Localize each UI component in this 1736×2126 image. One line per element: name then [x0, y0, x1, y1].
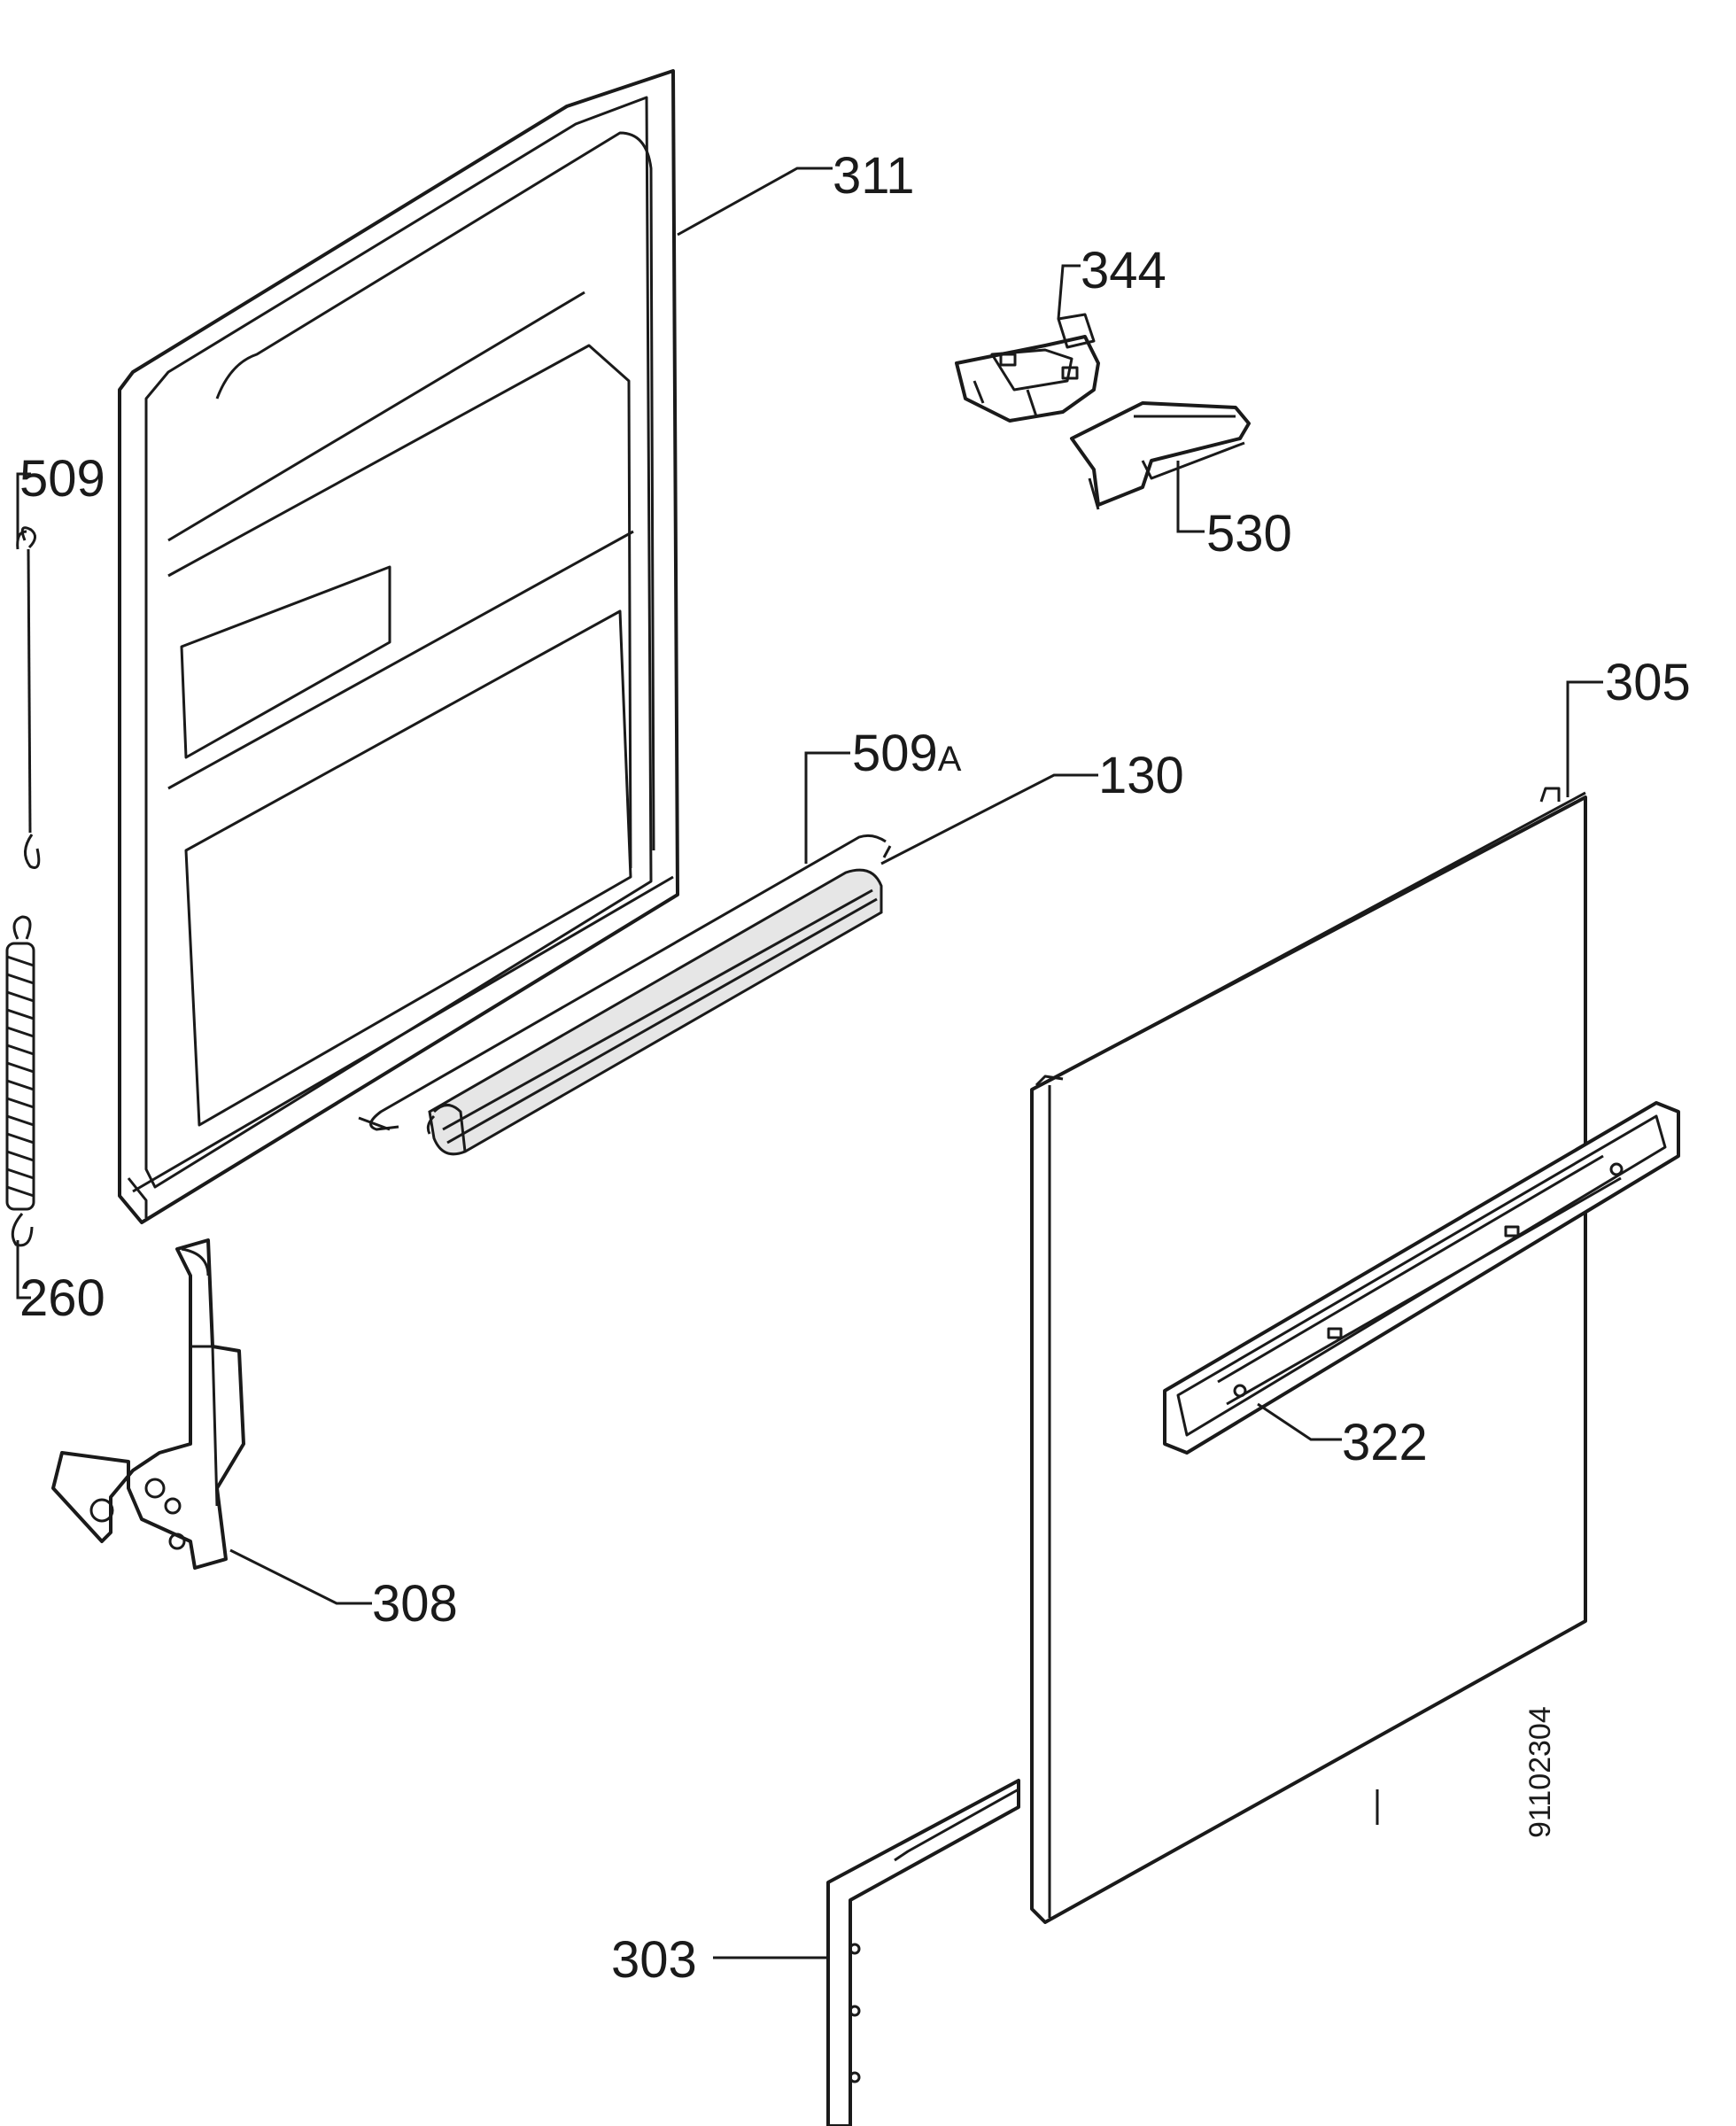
inner-door-panel [118, 69, 679, 1224]
callout-308: 308 [372, 1575, 458, 1633]
callout-509a-number: 509 [852, 725, 938, 782]
callout-509: 509 [19, 450, 105, 508]
callout-530: 530 [1206, 505, 1292, 563]
callout-305: 305 [1605, 654, 1691, 711]
callout-130: 130 [1098, 747, 1184, 804]
handle-530 [1070, 401, 1251, 510]
document-number: 91102304 [1523, 1706, 1557, 1838]
callout-509a: 509A [852, 725, 962, 782]
latch-344 [955, 313, 1100, 423]
leader-lines [16, 167, 1603, 1959]
hinge-308 [51, 1238, 245, 1570]
callout-509a-suffix: A [938, 740, 962, 779]
callout-303: 303 [611, 1931, 697, 1989]
callout-344: 344 [1081, 242, 1166, 299]
toe-kick-303 [826, 1779, 1379, 2126]
rod-509A [358, 834, 892, 1131]
coil-spring-260 [5, 915, 35, 1247]
callout-260: 260 [19, 1269, 105, 1327]
rail-bracket-322 [1163, 1101, 1680, 1455]
spring-rod-509 [16, 526, 41, 869]
callout-311: 311 [833, 147, 914, 205]
callout-322: 322 [1342, 1414, 1428, 1471]
seal-130 [426, 868, 883, 1156]
